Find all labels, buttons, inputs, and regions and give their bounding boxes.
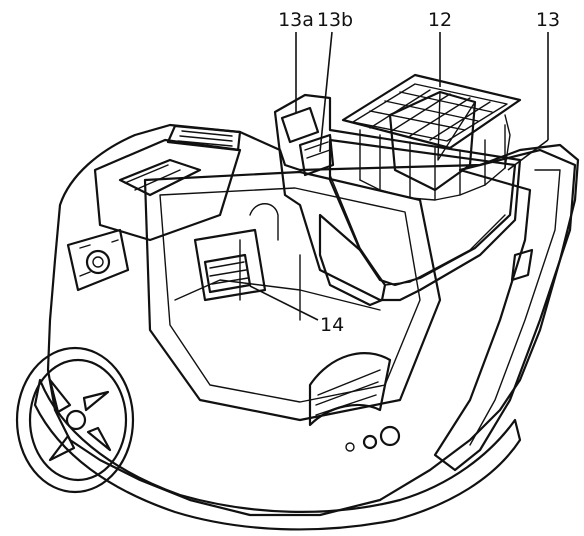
- motor-protection-filter: [193, 228, 267, 302]
- leader-lines: [249, 31, 549, 321]
- brush-roller: [308, 352, 392, 427]
- callout-labels: 13a 13b 12 13 14: [278, 9, 560, 336]
- vacuum-body: [33, 123, 580, 531]
- callout-13a: 13a: [278, 9, 314, 31]
- leader-14: [249, 285, 319, 321]
- callout-14: 14: [320, 314, 344, 336]
- leader-13b: [319, 31, 333, 153]
- callout-12: 12: [428, 9, 452, 31]
- callout-13: 13: [536, 9, 560, 31]
- filter-insert: [341, 73, 522, 201]
- leader-13-tail: [507, 139, 549, 171]
- control-knob: [66, 228, 130, 292]
- dust-container: [273, 93, 522, 307]
- callout-13b: 13b: [317, 9, 353, 31]
- front-lid: [345, 148, 577, 472]
- top-vent-grille: [166, 124, 242, 152]
- wheel: [15, 346, 135, 494]
